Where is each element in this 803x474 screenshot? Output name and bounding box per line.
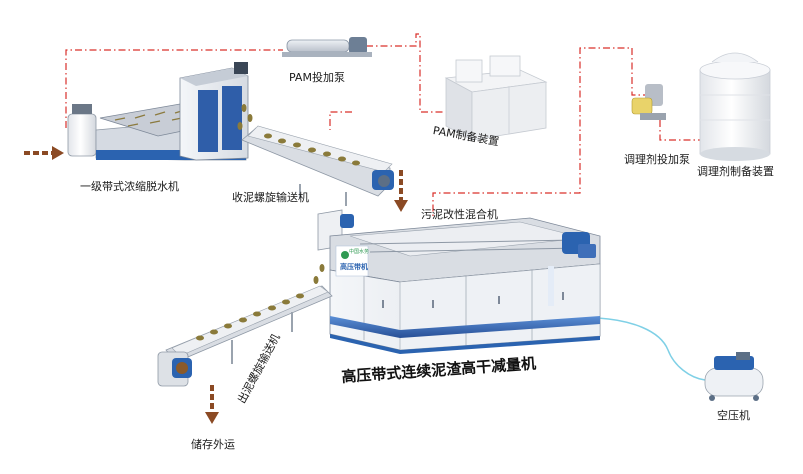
out-conveyor-graphic [157, 264, 333, 387]
pam-pump-graphic [282, 37, 372, 57]
pam-prep-unit-graphic [444, 55, 548, 141]
pam-pump-label: PAM投加泵 [289, 71, 345, 84]
badge-line2: 高压带机 [340, 263, 368, 271]
primary-thickener-label: 一级带式浓缩脱水机 [80, 180, 179, 193]
conditioner-prep-label: 调理剂制备装置 [697, 165, 774, 178]
conditioner-pump-label: 调理剂投加泵 [624, 153, 690, 166]
mixer-label: 污泥改性混合机 [421, 208, 498, 221]
discharge-flow-arrow [205, 385, 219, 424]
compressor-graphic [704, 352, 764, 401]
transfer-flow-arrow [394, 170, 408, 212]
collect-conveyor-label: 收泥螺旋输送机 [232, 191, 309, 204]
badge-line1: 中国水务 [349, 249, 370, 255]
conditioner-tank-graphic [699, 52, 771, 161]
inlet-flow-arrow [24, 146, 64, 160]
air-hose [597, 317, 706, 381]
conditioner-pump-graphic [631, 84, 666, 120]
storage-label: 储存外运 [191, 438, 235, 451]
conditioner-dosing-pipeline [432, 47, 712, 216]
collect-conveyor-graphic [237, 104, 394, 206]
pam-dosing-pipeline [65, 33, 445, 130]
main-machine-graphic [317, 209, 601, 354]
primary-thickener-graphic [67, 62, 249, 161]
compressor-label: 空压机 [717, 409, 750, 422]
